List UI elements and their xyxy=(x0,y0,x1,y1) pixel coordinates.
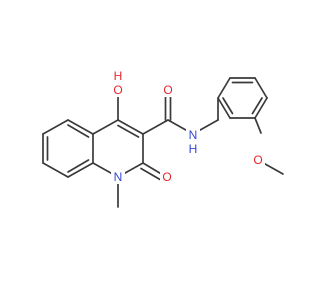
atom-label-amide-oxygen: O xyxy=(163,83,172,97)
label-bg xyxy=(160,170,174,184)
bond xyxy=(67,159,90,173)
bond xyxy=(217,97,231,119)
structure-canvas: O H O N H N O O xyxy=(42,69,284,208)
bond xyxy=(67,119,94,135)
label-bg xyxy=(111,83,125,97)
bond xyxy=(140,167,161,181)
bond xyxy=(251,97,263,115)
bond xyxy=(142,162,164,176)
bond xyxy=(142,119,169,135)
bond xyxy=(254,77,268,99)
molecule-diagram: O H O N H N O O xyxy=(42,69,284,208)
atom-label-ring-carbonyl-oxygen: O xyxy=(162,170,171,184)
bond xyxy=(42,119,69,135)
atom-label-hydroxyl-oxygen: O xyxy=(113,83,122,97)
atom-label-hydroxyl-hydrogen: H xyxy=(114,69,123,83)
bond xyxy=(254,117,262,134)
atom-labels: O H O N H N O O xyxy=(111,69,265,184)
label-bg xyxy=(161,83,175,97)
bond xyxy=(67,124,90,138)
label-bg xyxy=(111,170,125,184)
bond xyxy=(42,162,69,178)
bond xyxy=(222,97,234,115)
bond xyxy=(92,119,119,135)
atom-label-amide-nitrogen: N xyxy=(189,128,198,142)
bond xyxy=(117,124,140,138)
bond xyxy=(217,77,231,99)
bond xyxy=(117,119,144,135)
atom-label-ring-nitrogen: N xyxy=(114,170,123,184)
bonds xyxy=(42,77,284,208)
bond xyxy=(67,162,94,178)
atom-label-methoxy-oxygen: O xyxy=(253,153,262,167)
label-bg xyxy=(186,128,200,142)
bond xyxy=(254,97,268,119)
label-bg xyxy=(251,153,265,167)
atom-label-amide-hydrogen: H xyxy=(189,142,198,156)
